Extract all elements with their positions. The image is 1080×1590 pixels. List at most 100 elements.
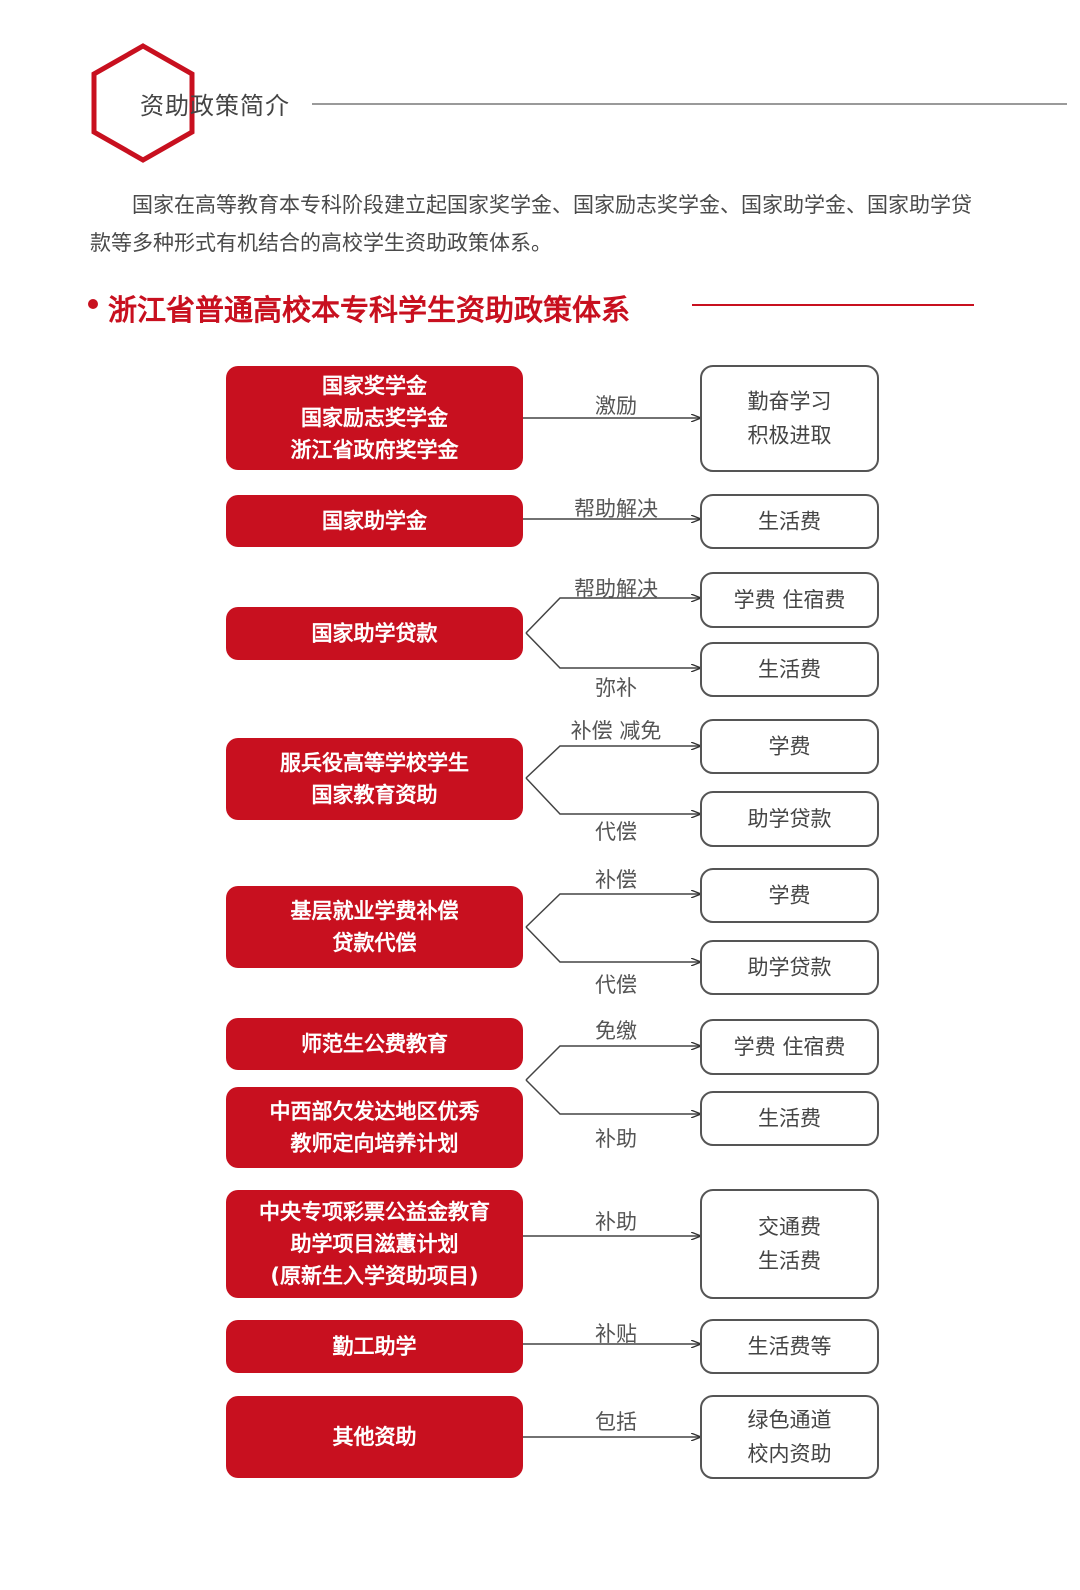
target-label-line: 学费 住宿费 <box>734 588 846 612</box>
connector-arrow <box>525 746 700 779</box>
target-box-border <box>700 791 879 847</box>
title-divider <box>312 103 1067 105</box>
policy-label-line: 国家奖学金 <box>322 374 428 398</box>
connector-arrow <box>525 1079 700 1114</box>
section-title: 资助政策简介 <box>140 92 290 120</box>
connector-arrow <box>525 1046 700 1081</box>
policy-box-bg <box>226 366 523 470</box>
policy-box-bg <box>226 738 523 820</box>
target-label-line: 积极进取 <box>748 424 832 448</box>
policy-label-line: (原新生入学资助项目) <box>270 1264 478 1288</box>
connector-arrow <box>525 598 700 634</box>
policy-label-line: 贷款代偿 <box>333 931 417 955</box>
target-label-line: 学费 <box>769 884 811 908</box>
hexagon-icon <box>91 43 195 163</box>
target-label-line: 生活费等 <box>748 1335 832 1359</box>
connector-label: 代偿 <box>595 820 637 844</box>
connector-arrow <box>525 777 700 814</box>
intro-paragraph: 国家在高等教育本专科阶段建立起国家奖学金、国家励志奖学金、国家助学金、国家助学贷… <box>90 186 990 262</box>
connector-label: 补助 <box>595 1210 637 1234</box>
target-box-border <box>700 1395 879 1479</box>
target-box-border <box>700 1019 879 1075</box>
policy-label-line: 师范生公费教育 <box>301 1032 448 1056</box>
policy-label-line: 国家励志奖学金 <box>301 406 449 430</box>
target-label-line: 绿色通道 <box>748 1408 832 1432</box>
connector-arrow <box>525 894 700 928</box>
target-box-border <box>700 868 879 923</box>
target-box: 生活费 <box>700 494 879 549</box>
target-label-line: 生活费 <box>758 1107 821 1131</box>
target-box-border <box>700 719 879 774</box>
target-label-line: 生活费 <box>758 510 821 534</box>
target-label-line: 助学贷款 <box>748 807 832 831</box>
connector-label: 补助 <box>595 1127 637 1151</box>
target-box-border <box>700 494 879 549</box>
target-box: 助学贷款 <box>700 940 879 995</box>
policy-label-line: 浙江省政府奖学金 <box>291 438 460 462</box>
policy-box: 国家助学贷款 <box>226 607 523 660</box>
policy-label-line: 其他资助 <box>333 1425 417 1449</box>
policy-label-line: 服兵役高等学校学生 <box>280 751 469 775</box>
policy-box: 师范生公费教育 <box>226 1018 523 1070</box>
target-box: 生活费等 <box>700 1319 879 1374</box>
target-label-line: 交通费 <box>758 1215 821 1239</box>
policy-box-bg <box>226 1018 523 1070</box>
policy-label-line: 中西部欠发达地区优秀 <box>270 1100 480 1124</box>
target-box-border <box>700 1319 879 1374</box>
connector-label: 激励 <box>595 394 637 418</box>
connector-label: 弥补 <box>595 676 637 700</box>
target-box: 学费 住宿费 <box>700 572 879 628</box>
policy-box-bg <box>226 495 523 547</box>
target-box-border <box>700 642 879 697</box>
target-box: 助学贷款 <box>700 791 879 847</box>
policy-box-bg <box>226 1190 523 1298</box>
diagram-title: 浙江省普通高校本专科学生资助政策体系 <box>108 293 631 327</box>
connector-label: 补贴 <box>595 1322 637 1346</box>
target-box-border <box>700 572 879 628</box>
connector-label: 帮助解决 <box>574 497 658 521</box>
bullet-dot-icon <box>88 299 98 309</box>
target-label-line: 生活费 <box>758 1249 821 1273</box>
target-box-border <box>700 940 879 995</box>
policy-box: 其他资助 <box>226 1396 523 1478</box>
policy-box: 国家助学金 <box>226 495 523 547</box>
connector-label: 代偿 <box>595 973 637 997</box>
connector-label: 补偿 <box>595 868 637 892</box>
policy-label-line: 国家助学贷款 <box>312 622 439 646</box>
policy-label-line: 助学项目滋蕙计划 <box>291 1232 459 1256</box>
target-box-border <box>700 1189 879 1299</box>
connector-arrow <box>525 632 700 668</box>
target-box-border <box>700 1091 879 1146</box>
policy-box-bg <box>226 886 523 968</box>
policy-label-line: 国家助学金 <box>322 509 428 533</box>
subtitle-divider <box>692 304 974 306</box>
target-box: 生活费 <box>700 1091 879 1146</box>
target-label-line: 生活费 <box>758 658 821 682</box>
target-label-line: 勤奋学习 <box>748 390 832 414</box>
policy-box-bg <box>226 1087 523 1168</box>
target-box: 生活费 <box>700 642 879 697</box>
connector-label: 包括 <box>595 1410 637 1434</box>
connector-label: 免缴 <box>595 1019 637 1043</box>
intro-text: 国家在高等教育本专科阶段建立起国家奖学金、国家励志奖学金、国家助学金、国家助学贷… <box>90 193 972 255</box>
target-label-line: 学费 <box>769 735 811 759</box>
target-box-border <box>700 365 879 472</box>
policy-box-bg <box>226 1396 523 1478</box>
policy-label-line: 中央专项彩票公益金教育 <box>259 1200 490 1224</box>
connector-label: 补偿 减免 <box>571 719 662 743</box>
target-label-line: 助学贷款 <box>748 956 832 980</box>
target-box: 学费 住宿费 <box>700 1019 879 1075</box>
connector-arrow <box>525 926 700 962</box>
target-box: 学费 <box>700 868 879 923</box>
target-label-line: 校内资助 <box>748 1442 832 1466</box>
target-box: 学费 <box>700 719 879 774</box>
